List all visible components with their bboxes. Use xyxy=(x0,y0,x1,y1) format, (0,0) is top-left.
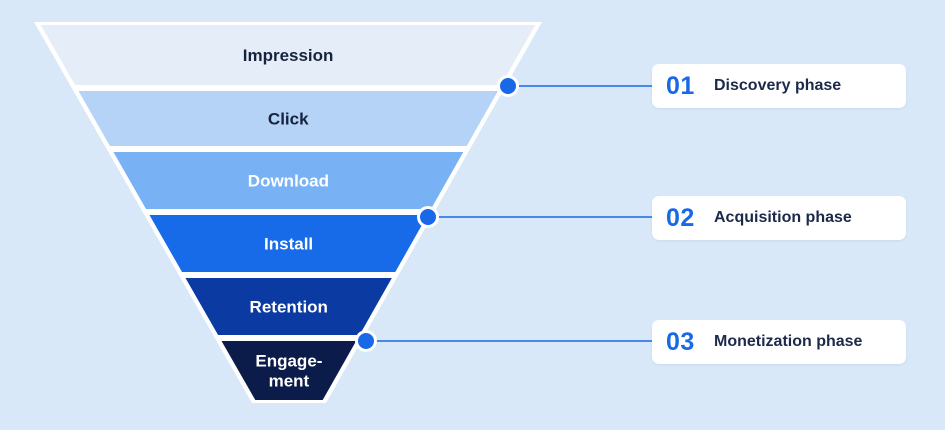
phase-dot xyxy=(500,78,516,94)
funnel-stage-1 xyxy=(40,25,536,85)
phase-name: Acquisition phase xyxy=(714,209,852,226)
phase-number: 03 xyxy=(666,327,695,356)
phase-name: Discovery phase xyxy=(714,77,842,94)
funnel-stage-6 xyxy=(221,341,357,400)
funnel-stage-label: Engage-ment xyxy=(255,352,322,391)
phase-card-monetization: 03 Monetization phase xyxy=(652,320,906,364)
funnel-stage-label: Download xyxy=(248,172,329,191)
phase-card-acquisition: 02 Acquisition phase xyxy=(652,196,906,240)
phase-number: 02 xyxy=(666,203,695,232)
funnel-stage-label: Click xyxy=(268,110,309,129)
phase-card-discovery: 01 Discovery phase xyxy=(652,64,906,108)
phase-dot xyxy=(420,209,436,225)
funnel-stage-label: Install xyxy=(264,235,313,254)
funnel-stage-3 xyxy=(113,152,464,209)
funnel-stage-label: Retention xyxy=(250,298,328,317)
funnel-stage-2 xyxy=(78,91,498,146)
phase-dot xyxy=(358,333,374,349)
funnel-stage-label: Impression xyxy=(243,46,334,65)
phase-name: Monetization phase xyxy=(714,333,863,350)
phase-number: 01 xyxy=(666,71,695,100)
funnel-stage-4 xyxy=(149,215,428,272)
funnel-stage-5 xyxy=(185,278,392,335)
